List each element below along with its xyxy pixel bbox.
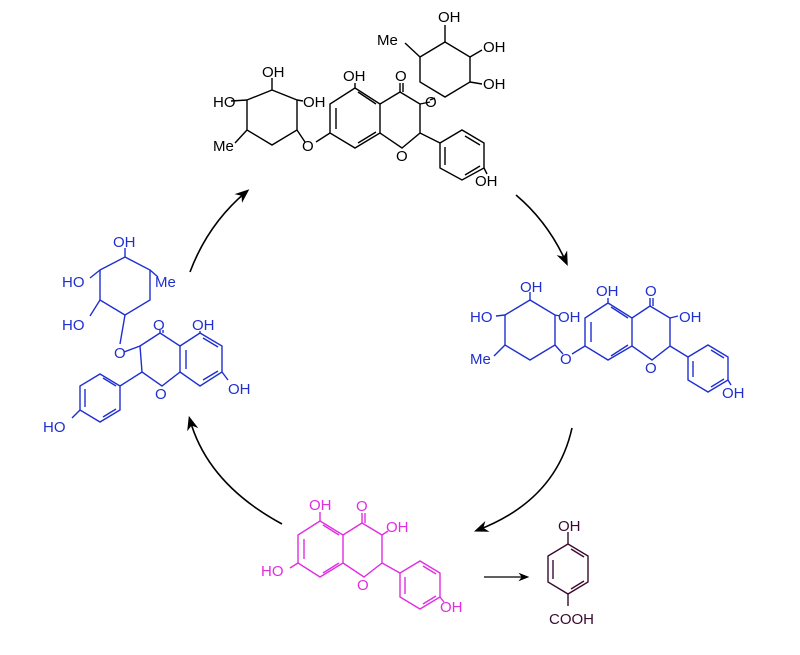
left-molecule xyxy=(71,248,229,423)
left-carbonyl-label: O xyxy=(153,317,165,334)
left-molecule-labels: OH HO HO Me O O OH O OH HO xyxy=(43,234,251,436)
arrow-left-to-top xyxy=(189,189,250,273)
left-aryl-ho-label: HO xyxy=(43,419,66,436)
bottom-ho7-label: HO xyxy=(261,563,284,580)
left-o3-label: O xyxy=(114,345,126,362)
top-molecule xyxy=(230,25,488,181)
right-aryl-oh-label: OH xyxy=(722,385,745,402)
right-ring-o-label: O xyxy=(645,360,657,377)
right-ho-label: HO xyxy=(470,309,493,326)
bottom-aryl-oh-label: OH xyxy=(440,599,463,616)
bottom-carbonyl-label: O xyxy=(356,498,368,515)
acid-molecule xyxy=(547,532,589,606)
right-molecule xyxy=(493,292,732,393)
top-aryl-oh-label: OH xyxy=(475,173,498,190)
right-oh-label: OH xyxy=(520,279,543,296)
bottom-molecule-labels: OH O OH HO O OH xyxy=(261,497,463,616)
right-me-label: Me xyxy=(470,351,491,368)
left-me-label: Me xyxy=(155,274,176,291)
acid-oh-label: OH xyxy=(558,518,581,535)
right-o-link-label: O xyxy=(560,351,572,368)
top-sugar-oh-label: OH xyxy=(438,9,461,26)
acid-molecule-labels: OH COOH xyxy=(549,518,594,628)
top-oh-label: OH xyxy=(303,94,326,111)
bottom-oh3-label: OH xyxy=(386,519,409,536)
left-ho-label: HO xyxy=(62,317,85,334)
arrow-top-to-right xyxy=(515,194,568,266)
cycle-arrows xyxy=(187,189,573,582)
left-ho-label: HO xyxy=(62,274,85,291)
top-o-link-label: O xyxy=(302,138,314,155)
right-carbonyl-label: O xyxy=(645,283,657,300)
bottom-oh5-label: OH xyxy=(309,497,332,514)
top-sugar-me-label: Me xyxy=(377,32,398,49)
top-ho-label: HO xyxy=(213,94,236,111)
right-molecule-labels: HO OH OH Me O OH O OH O OH xyxy=(470,279,745,402)
left-oh-top-label: OH xyxy=(113,234,136,251)
left-oh5-label: OH xyxy=(192,317,215,334)
right-oh-label: OH xyxy=(558,309,581,326)
top-molecule-labels: HO OH OH Me O OH O O O OH OH OH OH Me xyxy=(213,9,506,190)
top-ring-o-label: O xyxy=(396,148,408,165)
acid-cooh-label: COOH xyxy=(549,611,594,628)
left-ring-o-label: O xyxy=(155,386,167,403)
top-oh5-label: OH xyxy=(343,68,366,85)
bottom-ring-o-label: O xyxy=(357,577,369,594)
arrow-bottom-to-left xyxy=(187,415,283,525)
top-me-label: Me xyxy=(213,138,234,155)
top-sugar-oh-label: OH xyxy=(483,76,506,93)
left-oh7-label: OH xyxy=(228,381,251,398)
right-oh3-label: OH xyxy=(679,309,702,326)
top-oh-label: OH xyxy=(262,64,285,81)
top-sugar-oh-label: OH xyxy=(483,39,506,56)
bottom-molecule xyxy=(289,512,445,610)
top-o3-label: O xyxy=(425,94,437,111)
right-oh5-label: OH xyxy=(596,283,619,300)
arrow-right-to-bottom xyxy=(473,427,573,532)
top-carbonyl-label: O xyxy=(395,68,407,85)
